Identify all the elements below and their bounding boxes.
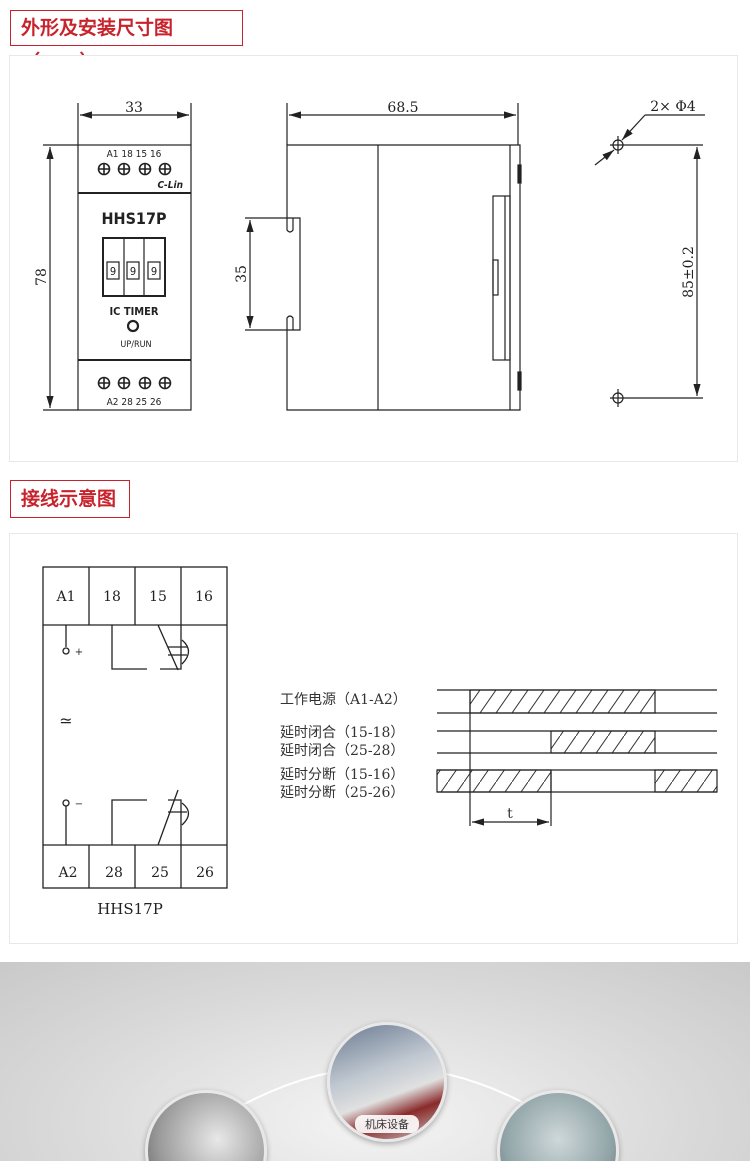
height-dim: 78 [34,268,50,286]
front-bottom-terminals: A2 28 25 26 [107,397,162,408]
timing-label: 延时分断（25-26） [280,785,404,801]
dial-digit: 9 [110,265,116,278]
technical-drawings: 33 78 68.5 35 2× Φ4 85±0.2 A1 18 15 16 A… [34,99,718,918]
led-label: UP/RUN [120,340,151,350]
front-top-terminals: A1 18 15 16 [107,149,162,160]
side-view [245,103,522,411]
rail-dim: 35 [234,265,250,283]
spacing-dim: 85±0.2 [681,246,697,298]
timing-diagram: 工作电源（A1-A2） 延时闭合（15-18） 延时闭合（25-28） 延时分断… [280,689,718,826]
plus-sign: + [75,647,83,658]
wiring-model: HHS17P [97,900,163,918]
product-label: IC TIMER [109,305,158,318]
dial-digit: 9 [130,265,136,278]
section-title-dimensions: 外形及安装尺寸图（mm） [10,10,243,73]
application-photo-machine-tools: 机床设备 [327,1022,447,1142]
terminal-label: 18 [103,589,121,605]
terminal-label: 25 [151,865,169,881]
terminal-label: 28 [105,865,123,881]
timing-label: 工作电源（A1-A2） [280,692,407,708]
terminal-label: 26 [196,865,214,881]
ac-symbol: ≃ [59,711,72,730]
photo-label: 机床设备 [355,1115,419,1133]
minus-sign: − [75,799,83,810]
terminal-label: A1 [55,589,75,605]
width-dim: 33 [125,100,143,116]
dimensions-panel [9,55,738,462]
t-label: t [507,806,513,822]
timing-label: 延时闭合（25-28） [280,743,404,759]
wiring-diagram [42,566,228,889]
terminal-label: A2 [57,865,77,881]
terminal-label: 15 [149,589,167,605]
brand-logo: C-Lin [157,180,183,191]
front-view [43,103,192,411]
applications-banner: 机床设备 [0,962,750,1161]
terminal-label: 16 [195,589,213,605]
mounting-holes-view [594,114,705,407]
depth-dim: 68.5 [387,100,418,116]
front-model: HHS17P [101,209,166,228]
timing-label: 延时闭合（15-18） [280,725,404,741]
hole-dim: 2× Φ4 [650,99,696,115]
dial-digit: 9 [151,265,157,278]
section-title-wiring: 接线示意图 [10,480,130,518]
timing-label: 延时分断（15-16） [280,767,404,783]
